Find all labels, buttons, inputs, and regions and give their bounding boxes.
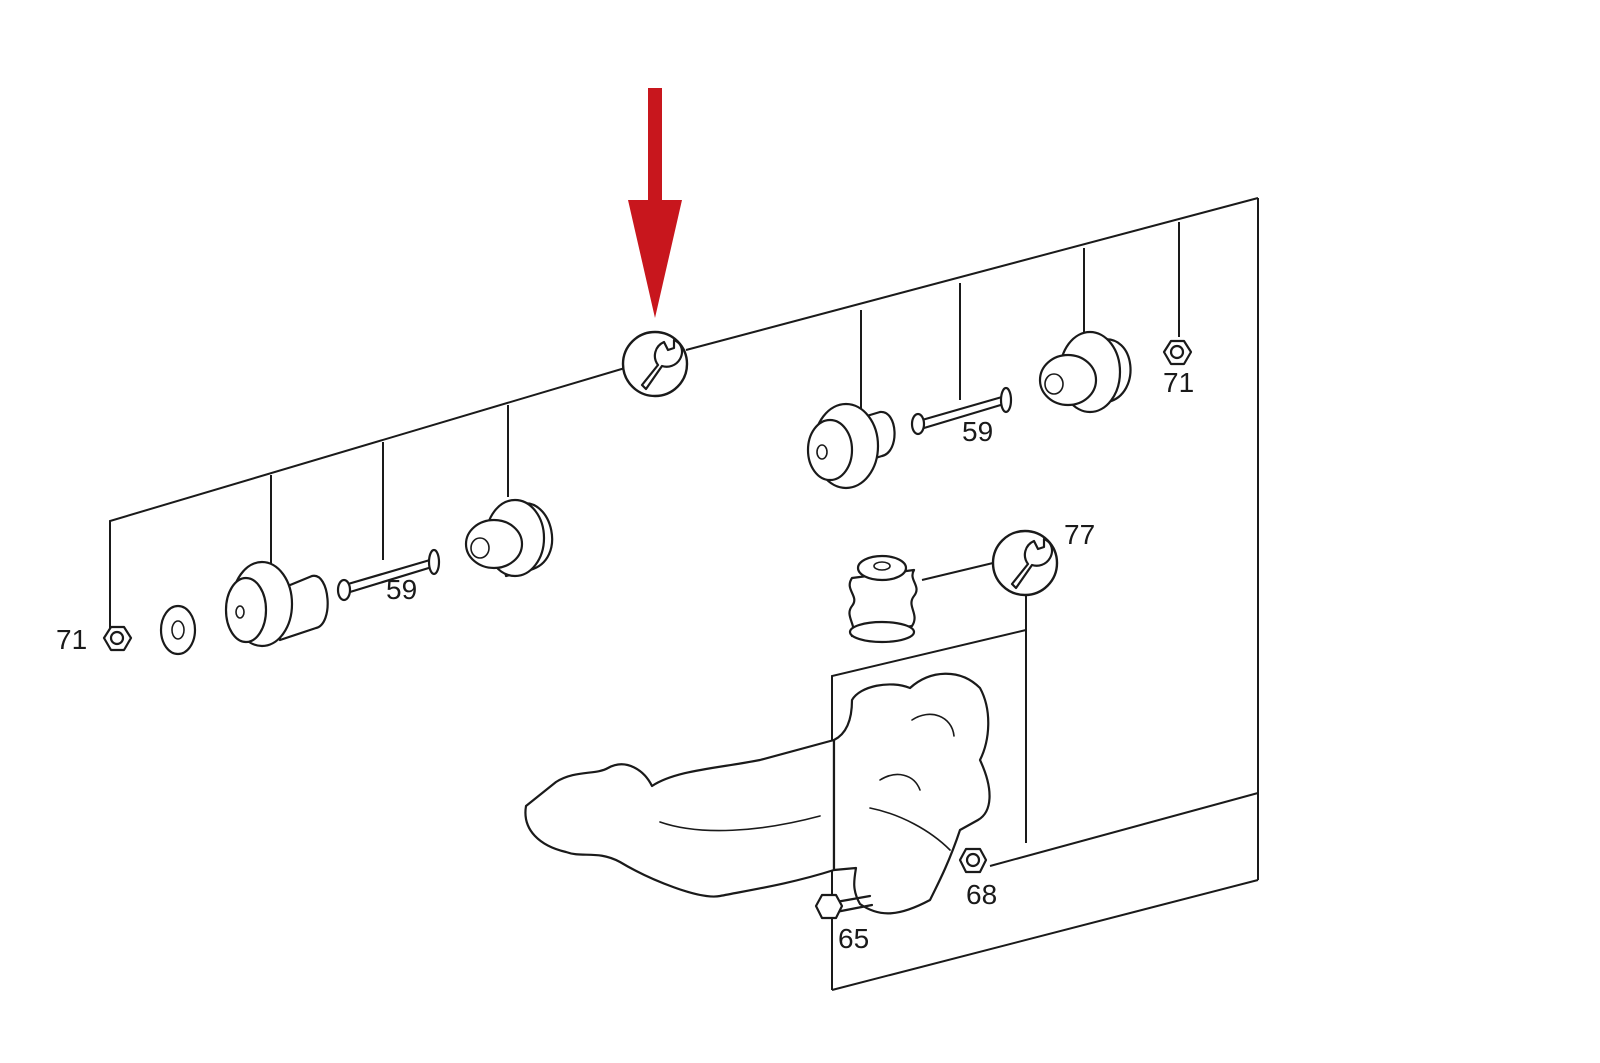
callout-label-59-left: 59 xyxy=(386,574,417,605)
callout-label-65: 65 xyxy=(838,923,869,954)
hex-nut xyxy=(1162,339,1193,366)
rubber-bushing xyxy=(1038,330,1132,414)
assembly-bracket xyxy=(109,197,1259,991)
rubber-bushing xyxy=(806,402,896,490)
callout-label-71-left: 71 xyxy=(56,624,87,655)
callout-label-71-right: 71 xyxy=(1163,367,1194,398)
lower-bracket xyxy=(831,562,1027,990)
washer xyxy=(159,604,197,656)
callout-label-59-right: 59 xyxy=(962,416,993,447)
hex-bolt xyxy=(958,847,988,874)
bolt xyxy=(336,548,441,602)
bolt xyxy=(910,386,1013,436)
ball-joint-boot xyxy=(848,554,918,644)
down-arrow-icon xyxy=(628,88,682,318)
rubber-bushing xyxy=(464,498,554,578)
wrench-icon xyxy=(621,330,689,398)
hex-bolt xyxy=(814,893,874,920)
hex-nut xyxy=(102,625,133,652)
callout-label-68: 68 xyxy=(966,879,997,910)
control-arm xyxy=(524,672,991,915)
wrench-icon xyxy=(991,529,1059,597)
rubber-bushing xyxy=(224,560,329,648)
callout-label-77: 77 xyxy=(1064,519,1095,550)
